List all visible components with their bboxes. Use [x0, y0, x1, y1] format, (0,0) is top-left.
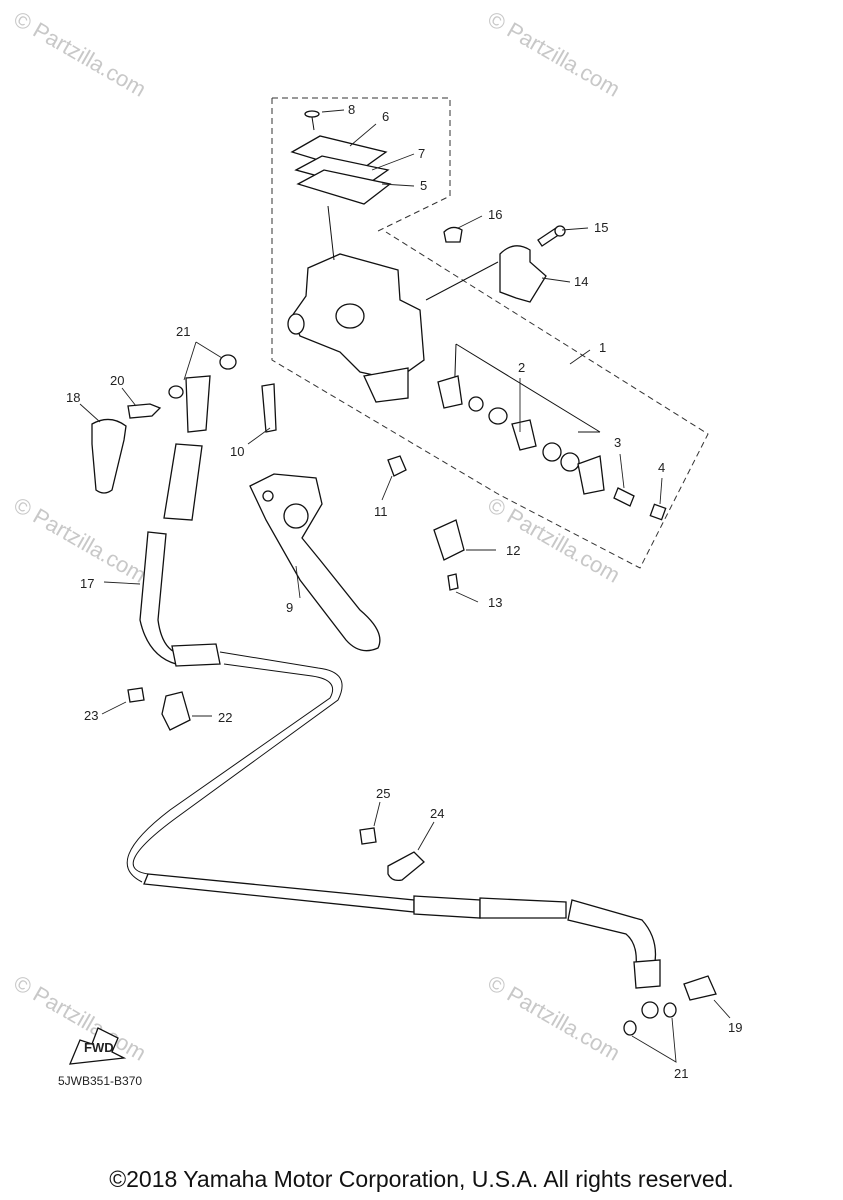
callout-10: 10: [230, 444, 244, 459]
callout-1: 1: [599, 340, 606, 355]
callout-19: 19: [728, 1020, 742, 1035]
fwd-arrow-icon: FWD: [68, 1027, 127, 1065]
callout-14: 14: [574, 274, 588, 289]
pivot-bolt-part: [261, 383, 277, 433]
clutch-lever-part: [249, 473, 381, 652]
callout-7: 7: [418, 146, 425, 161]
rubber-plug-part: [443, 226, 463, 243]
hose-guide-part: [359, 827, 425, 882]
master-cylinder-body: [287, 253, 425, 403]
callout-3: 3: [614, 435, 621, 450]
rubber-boot-part: [91, 418, 127, 494]
union-bolt-part: [127, 403, 162, 419]
callout-25: 25: [376, 786, 390, 801]
callout-21: 21: [674, 1066, 688, 1081]
callout-22: 22: [218, 710, 232, 725]
callout-15: 15: [594, 220, 608, 235]
copyright-notice: ©2018 Yamaha Motor Corporation, U.S.A. A…: [109, 1166, 734, 1192]
piston-kit-part: [437, 343, 667, 521]
callout-6: 6: [382, 109, 389, 124]
callout-23: 23: [84, 708, 98, 723]
callout-12: 12: [506, 543, 520, 558]
lever-nut-part: [387, 455, 407, 477]
callout-5: 5: [420, 178, 427, 193]
diagram-code: 5JWB351-B370: [58, 1074, 143, 1088]
callout-20: 20: [110, 373, 124, 388]
master-cylinder-group-outline: [271, 98, 709, 569]
callout-4: 4: [658, 460, 665, 475]
callout-24: 24: [430, 806, 444, 821]
callout-21: 21: [176, 324, 190, 339]
fwd-label: FWD: [84, 1040, 114, 1055]
switch-screw-part: [447, 573, 459, 591]
callout-18: 18: [66, 390, 80, 405]
callout-11: 11: [374, 504, 388, 519]
clutch-switch-part: [433, 519, 465, 561]
cap-screw-part: [304, 110, 320, 131]
copper-washer-part: [168, 354, 237, 399]
callout-9: 9: [286, 600, 293, 615]
callout-13: 13: [488, 595, 502, 610]
callout-17: 17: [80, 576, 94, 591]
clutch-hose-part: [126, 375, 661, 1019]
leader-lines: [79, 109, 731, 1063]
lower-union-bolt-part: [623, 975, 717, 1036]
handlebar-holder-part: [499, 245, 547, 303]
callout-16: 16: [488, 207, 502, 222]
hose-clamp-part: [127, 687, 191, 731]
callout-8: 8: [348, 102, 355, 117]
callout-2: 2: [518, 360, 525, 375]
holder-bolt-part: [537, 225, 566, 247]
diaphragm-part: [296, 169, 392, 205]
